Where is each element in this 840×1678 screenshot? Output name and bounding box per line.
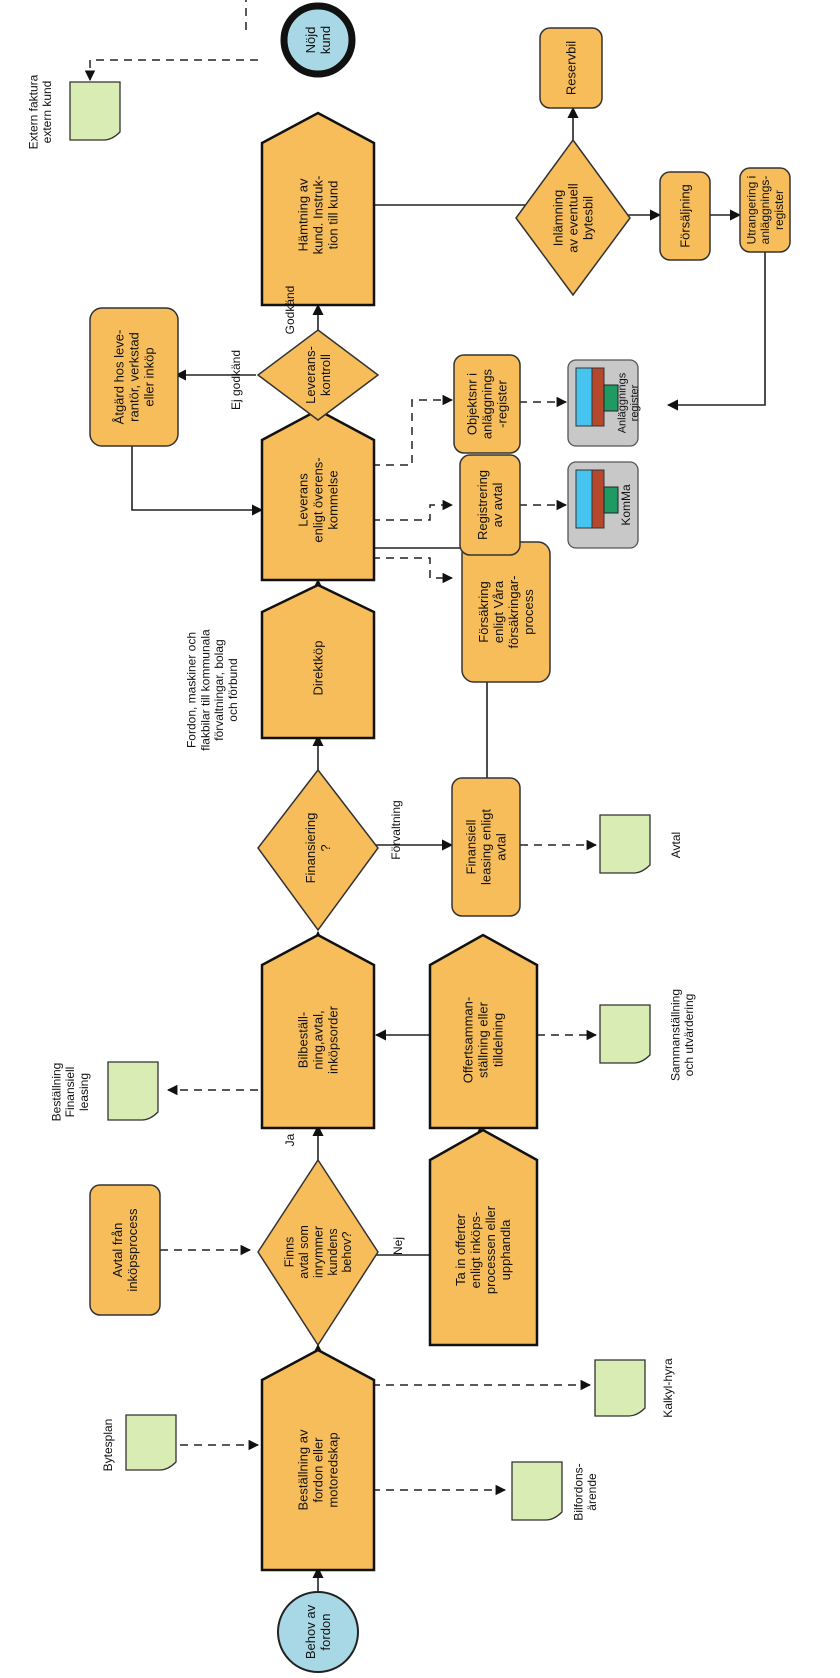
edge-atgard-leverans (131, 445, 264, 516)
avtal-label: Avtal (669, 832, 683, 858)
decision-leveranskontroll: Leverans-kontroll (256, 329, 380, 421)
label-direktkop-note: Fordon, maskiner ochflakbilar till kommu… (185, 629, 240, 751)
bytesplan-label: Bytesplan (101, 1419, 115, 1472)
document-kalkyl-hyra: Kalkyl-hyra (594, 1358, 675, 1418)
activity-avtal-fran: Avtal fråninköpsprocess (89, 1184, 161, 1316)
decision-inlamning: Inlämningav eventuellbytesbil (515, 138, 631, 297)
bestallning-label: Beställning avfordon ellermotoredskap (296, 1429, 341, 1510)
edge-registrering (372, 499, 454, 521)
atgard-label: Åtgärd hos leve-rantör, verkstadeller in… (112, 330, 157, 425)
system-anlaggning: Anläggningsregister (567, 359, 642, 447)
registrering-label: Registreringav avtal (475, 470, 505, 540)
forsakring-label: Försäkringenligt Våraförsäkringar-proces… (476, 576, 536, 649)
edge-utrangering-anlaggning (666, 250, 766, 411)
anlaggning-label: Anläggningsregister (617, 372, 642, 433)
kalkyl-hyra-label: Kalkyl-hyra (661, 1358, 675, 1418)
process-leverans: Leveransenligt överens-kommelse (260, 408, 376, 582)
bilfordonsarende-label: Bilfordons-ärende (571, 1463, 599, 1520)
process-offert: Offertsamman-ställning ellertilldelning (428, 933, 539, 1130)
end-node: Nöjdkund (280, 2, 356, 78)
document-avtal: Avtal (599, 814, 683, 874)
end-label: Nöjdkund (303, 26, 333, 54)
label-nej: Nej (391, 1237, 405, 1255)
finansiering-label: Finansiering? (303, 813, 333, 884)
label-ja: Ja (283, 1133, 297, 1146)
utrangering-label: Utrangering ianläggnings-register (744, 176, 786, 245)
direktkop-label: Direktköp (311, 641, 326, 696)
decision-finansiering: Finansiering? (257, 768, 379, 932)
system-komma: KomMa (567, 461, 639, 549)
leveranskontroll-label: Leverans-kontroll (303, 346, 333, 404)
process-hamtning: Hämtning avkund. Instruk-tion till kund (260, 111, 376, 307)
finansiell-leasing-label: Finansiellleasing enligtavtal (464, 809, 509, 885)
forsaljning-label: Försäljning (678, 184, 693, 248)
activity-reservbil: Reservbil (539, 27, 603, 109)
label-forvaltning: Förvaltning (389, 800, 403, 859)
bestallning-finansiell-label: BeställningFinansiellleasing (49, 1063, 91, 1122)
edge-labels: Ja Nej Förvaltning Fordon, maskiner ochf… (185, 286, 406, 1255)
edge-objektsnr (372, 394, 454, 466)
document-bytesplan: Bytesplan (101, 1414, 177, 1472)
dashed-connectors (84, 0, 598, 1496)
hamtning-label: Hämtning avkund. Instruk-tion till kund (296, 176, 341, 255)
process-ta-in-offerter: Ta in offerterenligt inköps-processen el… (428, 1128, 539, 1347)
komma-label: KomMa (619, 484, 633, 526)
extern-faktura-label: Extern fakturaextern kund (26, 74, 54, 149)
process-bilbestallning: Bilbeställ-ning,avtal,inköpsorder (260, 933, 376, 1130)
start-label: Behov avfordon (303, 1604, 333, 1659)
document-bilfordonsarende: Bilfordons-ärende (511, 1461, 599, 1521)
activity-finansiell-leasing: Finansiellleasing enligtavtal (451, 777, 521, 917)
leverans-label: Leveransenligt överens-kommelse (296, 457, 341, 542)
label-ej-godkand: Ej godkänd (229, 350, 243, 410)
activity-forsaljning: Försäljning (659, 171, 711, 261)
finns-avtal-label: Finnsavtal sominrymmerkundensbehov? (283, 1225, 355, 1279)
activity-atgard: Åtgärd hos leve-rantör, verkstadeller in… (89, 307, 179, 447)
edge-extern-faktura (84, 59, 258, 82)
avtal-fran-label: Avtal fråninköpsprocess (110, 1208, 140, 1292)
process-bestallning: Beställning avfordon ellermotoredskap (260, 1348, 376, 1572)
document-extern-faktura: Extern fakturaextern kund (26, 74, 121, 149)
activity-registrering: Registreringav avtal (459, 454, 521, 556)
sammanstallning-label: Sammanställningoch utvärdering (668, 989, 696, 1081)
process-direktkop: Direktköp (260, 583, 376, 740)
offert-label: Offertsamman-ställning ellertilldelning (461, 997, 506, 1083)
reservbil-label: Reservbil (564, 41, 579, 95)
ta-in-offerter-label: Ta in offerterenligt inköps-processen el… (453, 1205, 513, 1294)
label-godkand: Godkänd (283, 286, 297, 335)
objektsnr-label: Objektsnr ianläggnings-register (465, 368, 510, 439)
document-bestallning-finansiell: BeställningFinansiellleasing (49, 1061, 159, 1122)
bilbestallning-label: Bilbeställ-ning,avtal,inköpsorder (296, 1005, 341, 1074)
document-sammanstallning: Sammanställningoch utvärdering (599, 989, 696, 1081)
decision-finns-avtal: Finnsavtal sominrymmerkundensbehov? (257, 1158, 379, 1347)
start-node: Behov avfordon (277, 1591, 359, 1673)
activity-utrangering: Utrangering ianläggnings-register (739, 167, 791, 253)
activity-forsakring: Försäkringenligt Våraförsäkringar-proces… (461, 541, 551, 683)
edge-forsakring (372, 557, 454, 584)
inlamning-label: Inlämningav eventuellbytesbil (551, 183, 596, 252)
activity-objektsnr: Objektsnr ianläggnings-register (453, 354, 521, 454)
